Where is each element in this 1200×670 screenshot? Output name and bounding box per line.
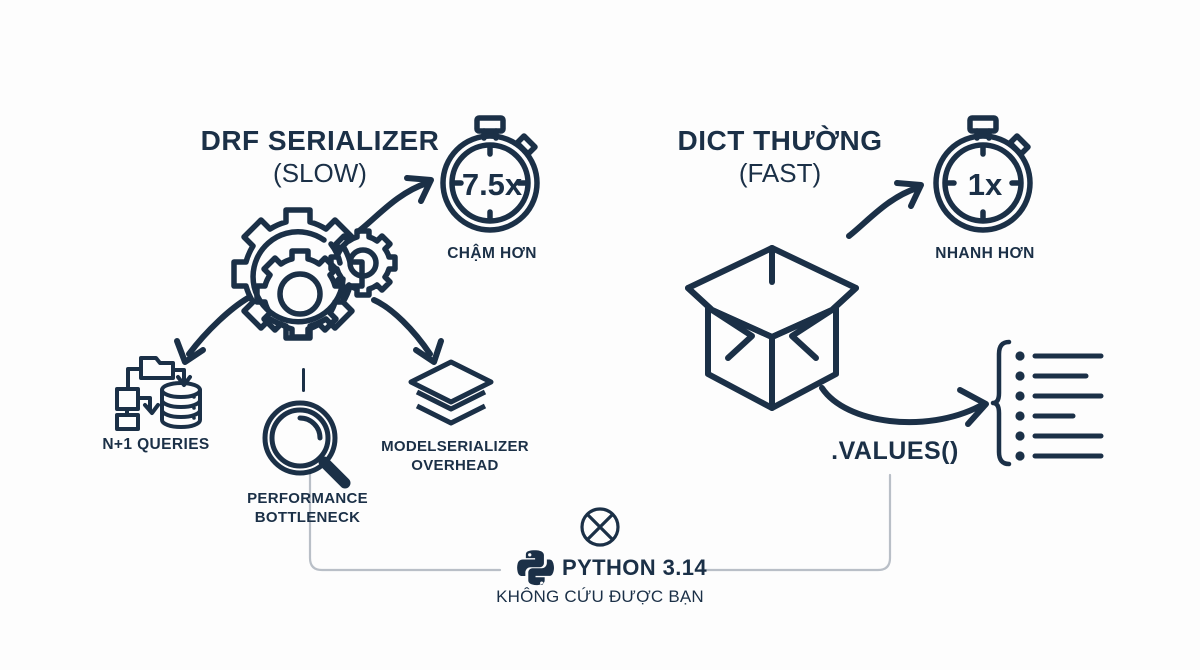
bullet-list-icon (990, 338, 1105, 468)
performance-bottleneck-line2: BOTTLENECK (254, 508, 361, 526)
arrow-box-to-list (818, 382, 998, 442)
gears-icon (212, 205, 398, 370)
left-stopwatch-value: 7.5x (461, 167, 523, 202)
database-flow-icon (106, 352, 206, 431)
python-logo-icon (514, 548, 556, 590)
circle-x-icon (578, 505, 622, 549)
modelserializer-overhead-line1: MODELSERIALIZER (381, 438, 529, 455)
left-stopwatch-icon (432, 112, 552, 237)
n-plus-one-queries-label: N+1 QUERIES (102, 436, 210, 453)
magnifier-icon (258, 396, 354, 490)
left-panel-subtitle: (SLOW) (273, 158, 367, 188)
right-panel-title: DICT THƯỜNG (677, 125, 883, 156)
performance-bottleneck-label: PERFORMANCE BOTTLENECK (220, 490, 395, 528)
right-stopwatch-caption: NHANH HƠN (935, 245, 1035, 262)
left-panel-title: DRF SERIALIZER (200, 125, 440, 156)
right-panel-subtitle: (FAST) (738, 158, 822, 188)
performance-bottleneck-line1: PERFORMANCE (247, 490, 368, 507)
arrow-gears-to-queries (145, 292, 255, 372)
python-version-label: PYTHON 3.14 (562, 555, 708, 580)
right-stopwatch-value: 1x (967, 167, 1003, 202)
layers-stack-icon (405, 358, 497, 433)
arrow-gears-to-stopwatch (355, 165, 445, 235)
python-sub-label: KHÔNG CỨU ĐƯỢC BẠN (496, 587, 704, 606)
open-box-icon (660, 222, 880, 422)
left-stopwatch-caption: CHẬM HƠN (447, 245, 537, 262)
modelserializer-overhead-line2: OVERHEAD (411, 456, 499, 474)
values-label: .VALUES() (831, 437, 959, 465)
bottom-connector-bracket (280, 468, 920, 585)
arrow-gears-to-layers (368, 292, 478, 372)
modelserializer-overhead-label: MODELSERIALIZER OVERHEAD (375, 438, 535, 476)
right-stopwatch-icon (925, 112, 1045, 237)
gears-to-magnifier-stem (302, 368, 305, 392)
arrow-box-to-stopwatch (845, 170, 935, 240)
